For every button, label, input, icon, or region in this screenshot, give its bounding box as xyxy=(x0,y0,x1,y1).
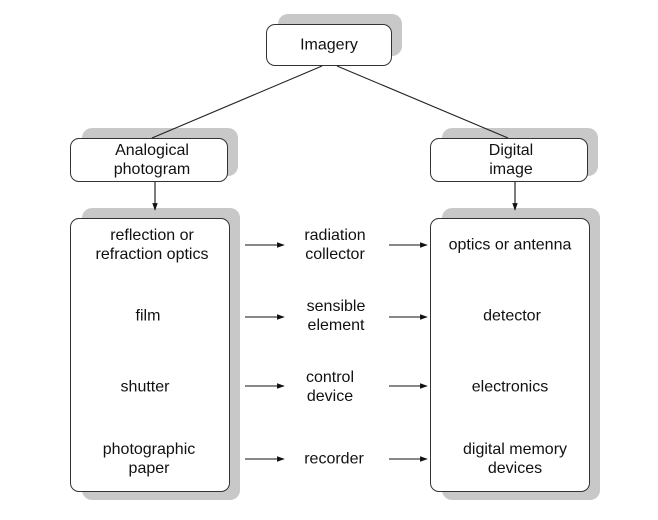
analogical-photogram-box xyxy=(70,138,228,182)
right-item-2: detector xyxy=(483,307,541,325)
root-to-digital-line xyxy=(336,65,509,139)
digital-image-box xyxy=(430,138,588,182)
analogical-photogram-label: Analogical photogram xyxy=(113,142,191,178)
right-item-1: optics or antenna xyxy=(448,236,572,254)
left-item-4: photographic paper xyxy=(102,441,196,477)
right-item-3: electronics xyxy=(471,378,549,396)
left-item-2: film xyxy=(135,307,161,325)
middle-item-2: sensible element xyxy=(306,298,366,334)
right-item-4: digital memory devices xyxy=(462,441,568,477)
middle-item-4: recorder xyxy=(304,450,364,468)
imagery-box xyxy=(266,24,392,66)
imagery-label: Imagery xyxy=(300,36,358,54)
digital-image-label: Digital image xyxy=(488,142,534,178)
analogical-components-box xyxy=(70,218,230,492)
middle-item-3: control device xyxy=(305,369,355,405)
root-to-analogical-line xyxy=(151,65,323,139)
middle-item-1: radiation collector xyxy=(304,227,366,263)
left-item-3: shutter xyxy=(120,378,170,396)
digital-components-box xyxy=(430,218,590,492)
left-item-1: reflection or refraction optics xyxy=(95,227,209,263)
